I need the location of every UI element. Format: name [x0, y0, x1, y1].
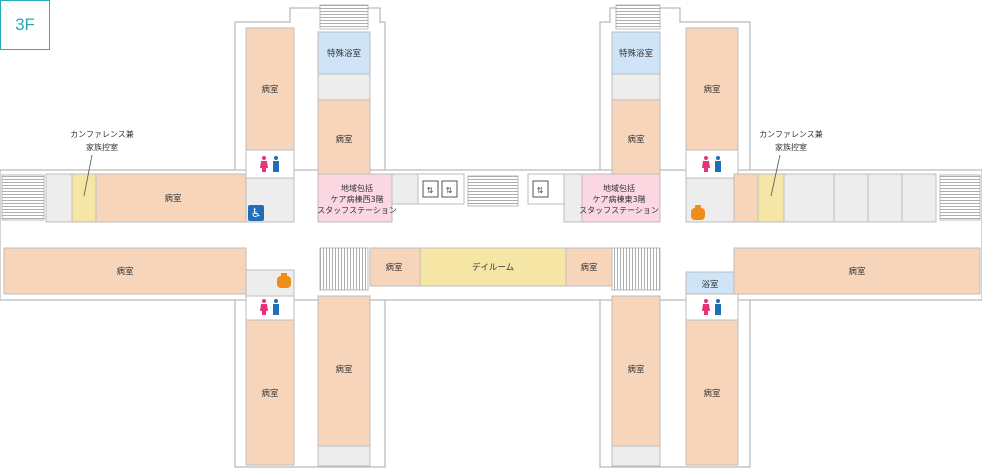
stairs-icon: [1, 4, 981, 291]
svg-text:⇅: ⇅: [446, 186, 453, 195]
room-east-lower-left: [611, 295, 661, 447]
station-label-line3: スタッフステーション: [317, 206, 397, 215]
staff-station-east: [581, 173, 661, 223]
room-label: 病室: [164, 193, 182, 204]
bath-label: 浴室: [701, 279, 719, 290]
storage-west-upper: [317, 73, 371, 101]
room-west-upper-right-bath: [317, 31, 371, 75]
conference-room-east: [757, 173, 785, 223]
conference-label-line1: カンファレンス兼: [70, 129, 134, 139]
room-label: 病室: [627, 364, 645, 375]
room-label: 病室: [703, 388, 721, 399]
restroom-icon: [702, 156, 721, 172]
station-label-line3: スタッフステーション: [579, 206, 659, 215]
room-center-right: [565, 247, 613, 287]
wc-west-upper: [245, 149, 295, 179]
station-label-line1: 地域包括: [341, 183, 373, 193]
station-label-line2: ケア病棟東3階: [592, 194, 645, 204]
wc-east-upper: [685, 149, 739, 179]
room-label: 病室: [116, 266, 134, 277]
room-east-upper-left: [611, 99, 661, 175]
room-east-upper-right: [685, 27, 739, 151]
conference-label-line2: 家族控室: [775, 142, 807, 152]
svg-text:⇅: ⇅: [427, 186, 434, 195]
room-east-lower-right: [685, 319, 739, 466]
building-outline: [0, 7, 982, 468]
dayroom-label: デイルーム: [472, 262, 514, 273]
bath-label: 特殊浴室: [619, 48, 654, 59]
room-center-left: [369, 247, 421, 287]
restroom-icon: [702, 299, 721, 315]
room-east-wing-lower: [733, 247, 981, 295]
bath-east-upper: [611, 31, 661, 75]
room-label: 病室: [627, 134, 645, 145]
conference-label-line1: カンファレンス兼: [759, 129, 823, 139]
room-label: 病室: [335, 364, 353, 375]
room-west-upper-left: [245, 27, 295, 151]
room-label: 病室: [703, 84, 721, 95]
room-label: 病室: [848, 266, 866, 277]
bath-label: 特殊浴室: [327, 48, 362, 59]
elevator-hall: [417, 173, 465, 205]
restroom-icon: [260, 156, 279, 172]
svg-text:⇅: ⇅: [537, 186, 544, 195]
accessible-toilet-icon: ♿: [248, 205, 264, 221]
conference-room-west: [71, 173, 97, 223]
wc-east-lower: [685, 293, 739, 321]
restroom-icon: [260, 299, 279, 315]
svg-text:♿: ♿: [251, 206, 262, 220]
elevator-icon: ⇅ ⇅ ⇅: [422, 180, 549, 198]
staff-station-west: [317, 173, 393, 223]
wc-west-lower: [245, 295, 295, 321]
floor-label: 3F: [0, 0, 50, 50]
room-label: 病室: [580, 262, 598, 273]
room-west-wing-lower: [3, 247, 247, 295]
room-west-wing-upper: [95, 173, 247, 223]
conference-label-line2: 家族控室: [86, 142, 118, 152]
room-west-lower-left: [245, 319, 295, 466]
room-label: 病室: [261, 84, 279, 95]
room-label: 病室: [385, 262, 403, 273]
room-label: 病室: [261, 388, 279, 399]
room-label: 病室: [335, 134, 353, 145]
station-label-line2: ケア病棟西3階: [330, 194, 383, 204]
kitchen-icon: [277, 205, 705, 288]
station-label-line1: 地域包括: [603, 183, 635, 193]
